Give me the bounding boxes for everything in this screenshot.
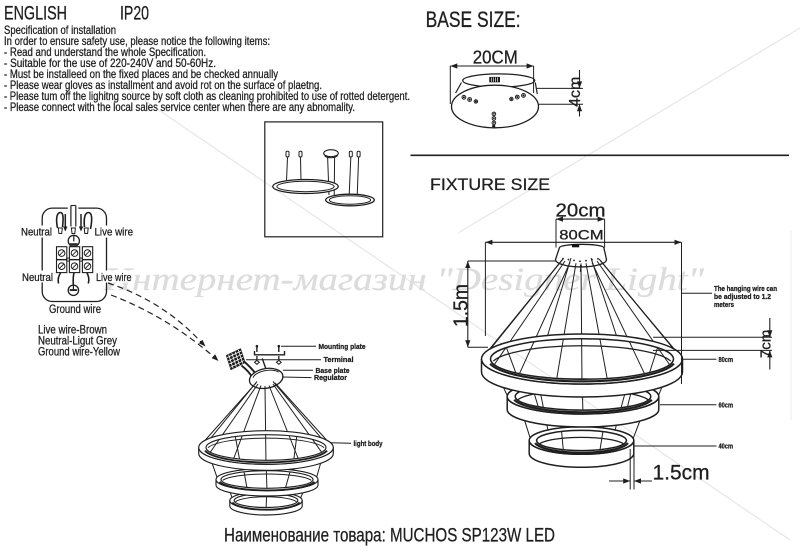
svg-text:Live wire: Live wire <box>95 227 134 239</box>
svg-text:Mounting plate: Mounting plate <box>319 342 366 351</box>
svg-text:ENGLISH: ENGLISH <box>4 3 67 25</box>
svg-text:7cm: 7cm <box>758 330 775 358</box>
svg-text:Regulator: Regulator <box>314 373 347 382</box>
svg-text:60cm: 60cm <box>719 400 734 409</box>
svg-text:Terminal: Terminal <box>324 355 354 364</box>
svg-text:Live wire: Live wire <box>96 272 132 284</box>
svg-text:BASE SIZE:: BASE SIZE: <box>426 7 521 32</box>
svg-text:20CM: 20CM <box>473 46 518 67</box>
svg-text:Neutral: Neutral <box>21 227 52 239</box>
svg-text:IP20: IP20 <box>120 3 149 25</box>
svg-text:80CM: 80CM <box>559 226 603 242</box>
svg-text:80cm: 80cm <box>719 355 734 364</box>
svg-text:Интернет-магазин "Designer Lig: Интернет-магазин "Designer Light" <box>103 262 704 298</box>
svg-text:FIXTURE SIZE: FIXTURE SIZE <box>430 176 550 194</box>
svg-text:Ground wire: Ground wire <box>49 304 101 316</box>
svg-text:Наименование товара: MUCHOS SP: Наименование товара: MUCHOS SP123W LED <box>224 526 555 547</box>
svg-text:- Please connect with the loca: - Please connect with the local sales se… <box>4 100 355 114</box>
svg-text:1.5cm: 1.5cm <box>653 462 710 485</box>
svg-text:light body: light body <box>354 439 384 448</box>
svg-text:Ground wire-Yellow: Ground wire-Yellow <box>38 345 120 359</box>
svg-text:4cm: 4cm <box>567 77 584 107</box>
svg-text:40cm: 40cm <box>719 442 734 451</box>
svg-text:meters: meters <box>714 300 734 309</box>
svg-text:1.5m: 1.5m <box>450 284 472 327</box>
svg-text:Neutral: Neutral <box>22 272 53 284</box>
